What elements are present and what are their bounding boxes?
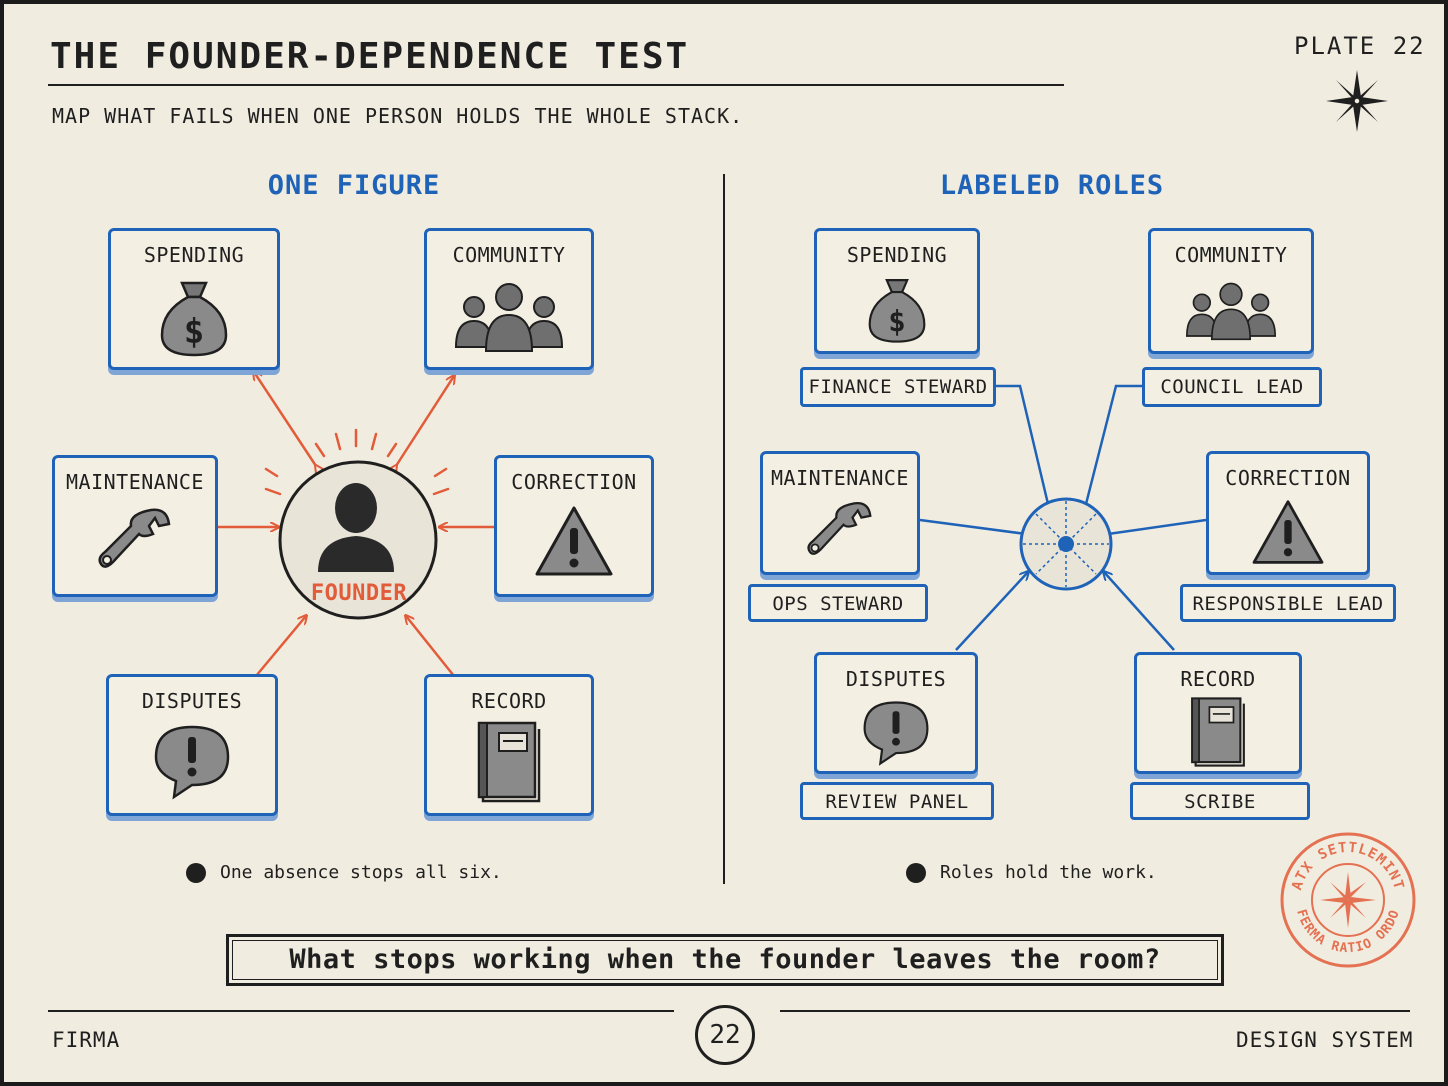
wrench-icon [807,502,872,555]
card-label: MAINTENANCE [66,470,204,494]
wrench-icon [98,508,171,568]
warning-triangle-icon [1252,500,1324,564]
right-card-disputes: DISPUTES [814,652,978,774]
card-label: CORRECTION [1225,466,1351,490]
book-icon [477,721,541,803]
page-number: 22 [695,1005,755,1065]
left-note: One absence stops all six. [186,862,502,883]
plate-number: PLATE 22 [1294,32,1426,60]
left-note-text: One absence stops all six. [220,862,502,883]
left-panel-heading: ONE FIGURE [267,170,441,201]
left-card-community: COMMUNITY [424,228,594,370]
role-finance-steward: FINANCE STEWARD [800,367,996,407]
right-card-correction: CORRECTION [1206,451,1370,575]
speech-exclamation-icon [863,701,929,766]
card-label: DISPUTES [141,689,243,713]
people-group-icon [454,283,564,352]
bullet-dot [906,862,926,883]
card-label: MAINTENANCE [771,466,909,490]
founder-label: FOUNDER [310,581,408,606]
right-note: Roles hold the work. [906,862,1157,883]
card-label: SPENDING [143,243,245,267]
footer-rule-right [780,1010,1410,1012]
role-responsible-lead: RESPONSIBLE LEAD [1180,584,1396,622]
money-bag-icon: $ [160,281,228,357]
title-rule [48,84,1064,86]
right-connectors [919,384,1207,651]
left-card-disputes: DISPUTES [106,674,278,816]
right-card-spending: SPENDING $ [814,228,980,354]
card-label: RECORD [471,689,547,713]
card-label: RECORD [1180,667,1256,691]
card-label: COMMUNITY [1174,243,1288,267]
right-note-text: Roles hold the work. [940,862,1157,883]
card-label: DISPUTES [845,667,947,691]
panel-divider [723,174,725,884]
speech-exclamation-icon [154,725,230,800]
right-panel-heading: LABELED ROLES [939,170,1165,201]
role-review-panel: REVIEW PANEL [800,782,994,820]
left-card-record: RECORD [424,674,594,816]
compass-star-icon [1326,70,1388,132]
page-subtitle: MAP WHAT FAILS WHEN ONE PERSON HOLDS THE… [52,104,744,128]
right-card-record: RECORD [1134,652,1302,774]
role-ops-steward: OPS STEWARD [748,584,928,622]
question-banner: What stops working when the founder leav… [226,934,1224,986]
page-title: THE FOUNDER-DEPENDENCE TEST [50,36,690,77]
svg-text:$: $ [888,304,905,338]
left-card-correction: CORRECTION [494,455,654,597]
right-card-community: COMMUNITY [1148,228,1314,354]
footer-brand: FIRMA [52,1028,121,1052]
bullet-dot [186,862,206,883]
left-connectors [218,4,494,677]
person-icon [318,483,394,572]
left-card-maintenance: MAINTENANCE [52,455,218,597]
role-scribe: SCRIBE [1130,782,1310,820]
card-label: CORRECTION [511,470,637,494]
seal-stamp: ATX SETTLEMINT FERMA RATIO ORDO [1280,832,1416,968]
footer-rule-left [48,1010,674,1012]
warning-triangle-icon [535,506,613,576]
money-bag-icon: $ [868,279,926,343]
card-label: COMMUNITY [452,243,566,267]
role-council-lead: COUNCIL LEAD [1142,367,1322,407]
book-icon [1191,697,1245,767]
people-group-icon [1185,282,1277,341]
hub-wheel-icon [1019,497,1113,591]
left-card-spending: SPENDING $ [108,228,280,370]
svg-text:$: $ [184,312,204,352]
footer-section: DESIGN SYSTEM [1236,1028,1414,1052]
card-label: SPENDING [846,243,948,267]
right-card-maintenance: MAINTENANCE [760,451,920,575]
